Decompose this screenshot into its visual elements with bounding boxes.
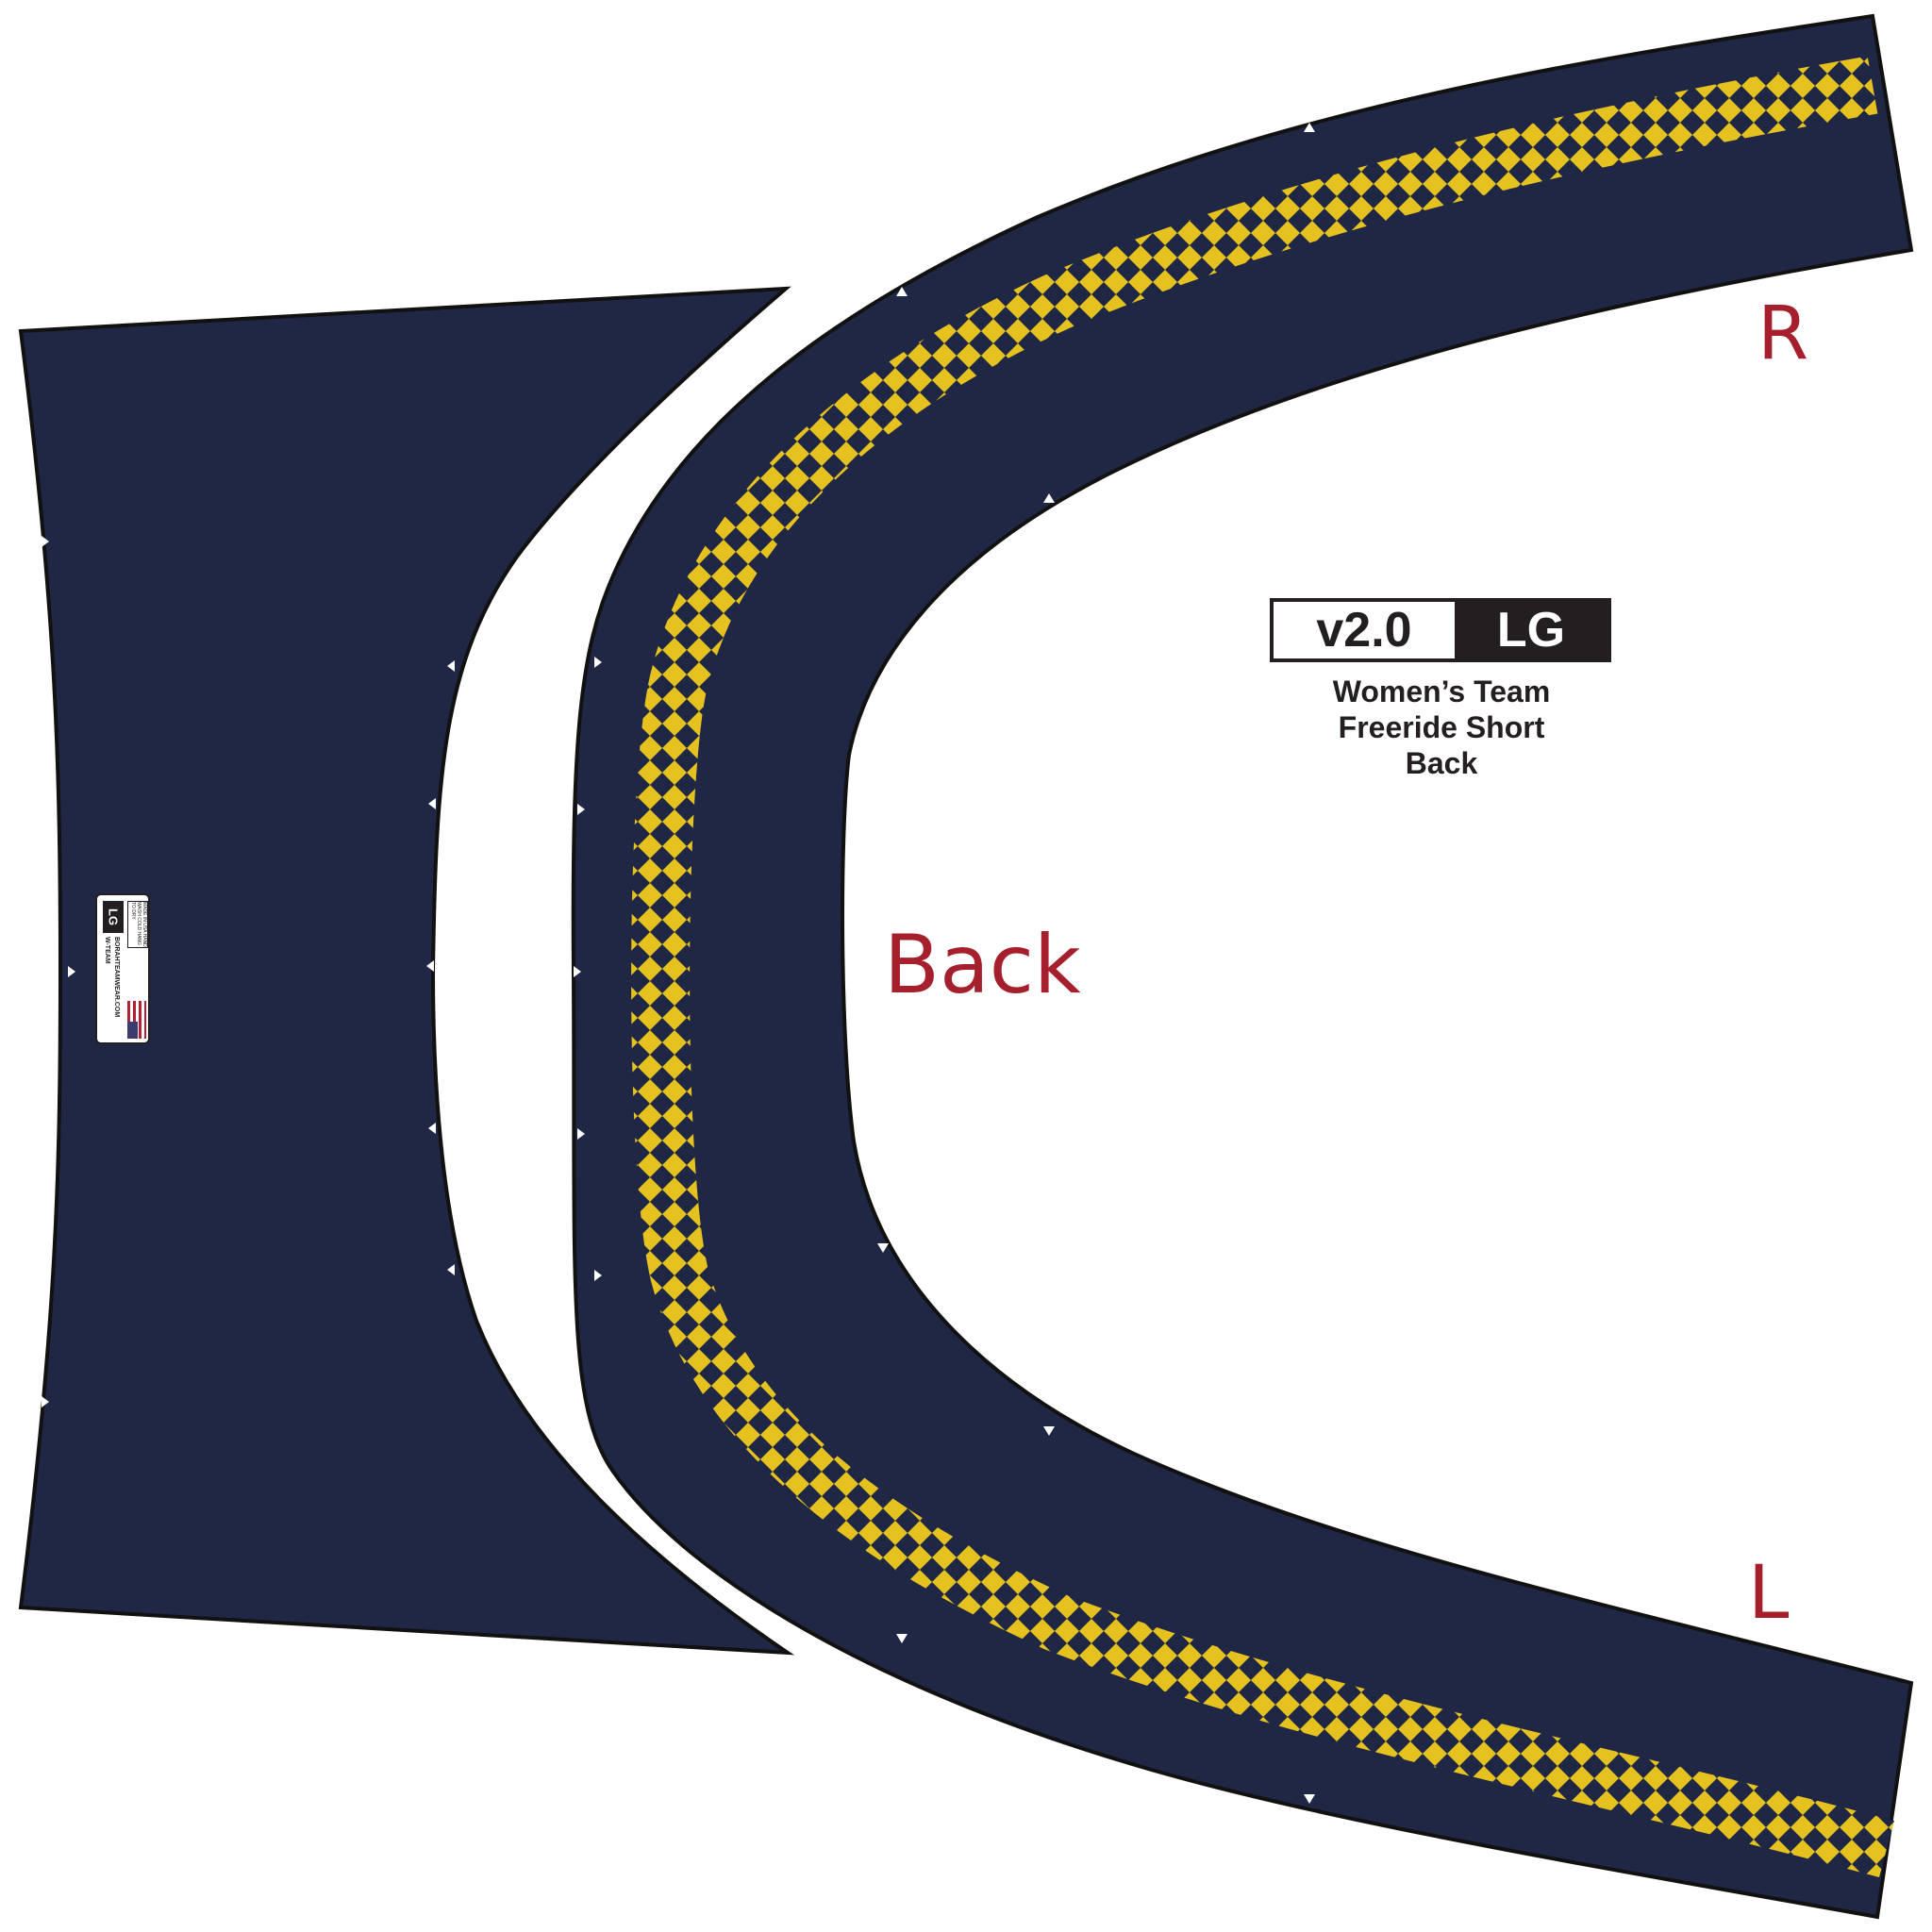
version-label: v2.0 [1274,602,1455,658]
waistband-panel [571,13,1914,1920]
pattern-title: Women’s Team Freeride Short Back [1255,674,1628,781]
size-label: LG [1496,603,1566,658]
back-center-panel [18,286,795,1656]
tag-care-text: MADE IN USA HAND WASH COLD HANG TO DRY [127,901,148,948]
version-size-badge: v2.0 LG [1270,598,1611,662]
checker-stripe [631,56,1894,1877]
left-side-label: L [1748,1551,1790,1636]
tag-size: LG [103,901,124,933]
pattern-title-line: Freeride Short [1338,710,1545,744]
right-side-label: R [1757,291,1809,376]
tag-team: W-TEAM [104,937,110,964]
pattern-title-line: Women’s Team [1332,675,1551,708]
pattern-title-line: Back [1405,746,1478,780]
notch-markers [42,123,1315,1804]
tag-url: BORAHTEAMWEAR.COM [113,937,120,1018]
garment-tag: LG W-TEAM BORAHTEAMWEAR.COM MADE IN USA … [95,893,150,1044]
us-flag-icon [127,1001,146,1039]
back-panel-label: Back [884,918,1081,1012]
